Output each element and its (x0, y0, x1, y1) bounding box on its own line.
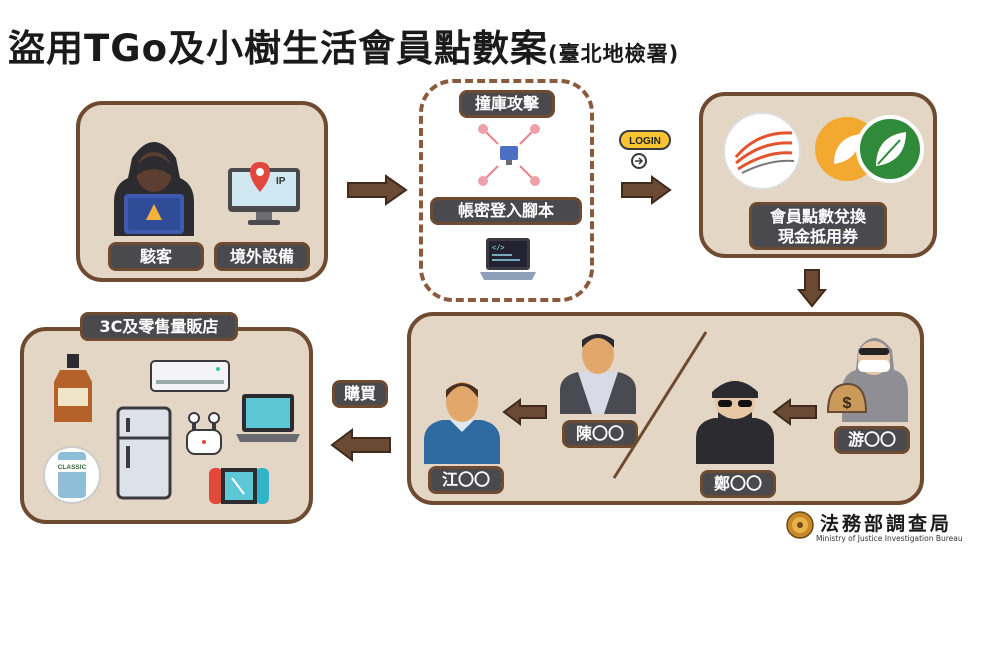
man-vest-icon (560, 334, 636, 414)
liquor-bottle-icon (54, 354, 92, 422)
hacker-label: 駭客 (108, 242, 204, 271)
monitor-location-icon: IP (228, 162, 300, 225)
arrow-right-icon (621, 175, 672, 205)
login-script-label: 帳密登入腳本 (430, 197, 582, 225)
login-text: LOGIN (629, 136, 661, 147)
person-you-label: 游〇〇 (834, 426, 910, 454)
beverage-can-icon: CLASSIC (43, 446, 101, 504)
tgo-logo-icon (723, 112, 801, 190)
masked-money-man-icon: $ (826, 338, 908, 422)
can-brand-text: CLASSIC (58, 464, 87, 471)
thief-icon (696, 380, 774, 464)
login-icon: LOGIN (619, 130, 671, 169)
arrow-down-icon (796, 269, 828, 308)
game-console-icon (209, 468, 269, 504)
arrow-left-icon (502, 398, 547, 426)
arrow-right-icon (347, 174, 408, 206)
air-conditioner-icon (150, 360, 230, 392)
logo-english-text: Ministry of Justice Investigation Bureau (816, 534, 963, 543)
svg-text:</>: </> (492, 245, 505, 253)
svg-text:$: $ (843, 395, 852, 412)
ip-text: IP (276, 176, 286, 187)
page-title: 盜用TGo及小樹生活會員點數案(臺北地檢署) (8, 27, 680, 70)
man-hoodie-icon (424, 382, 500, 464)
points-exchange-label: 會員點數兌換 現金抵用券 (749, 202, 887, 250)
foreign-device-label: 境外設備 (214, 242, 310, 271)
mjib-seal-icon (786, 511, 814, 539)
person-jiang-label: 江〇〇 (428, 466, 504, 494)
laptop-icon (236, 394, 300, 442)
arrow-left-icon (772, 398, 817, 426)
divider-line (612, 331, 708, 479)
person-zheng-label: 鄭〇〇 (700, 470, 776, 498)
leaf-logo-icon (815, 115, 924, 183)
person-chen-label: 陳〇〇 (562, 420, 638, 448)
refrigerator-icon (116, 406, 172, 500)
network-attack-icon (478, 124, 540, 186)
buy-label: 購買 (332, 380, 388, 408)
credential-stuffing-label: 撞庫攻擊 (459, 90, 555, 118)
code-laptop-icon: </> (480, 238, 536, 280)
earbuds-icon (186, 412, 222, 455)
arrow-left-icon (330, 428, 391, 462)
hacker-icon (114, 142, 194, 236)
store-label: 3C及零售量販店 (80, 312, 238, 341)
mjib-logo: 法務部調查局 Ministry of Justice Investigation… (786, 509, 966, 549)
logo-chinese-text: 法務部調查局 (820, 513, 953, 535)
